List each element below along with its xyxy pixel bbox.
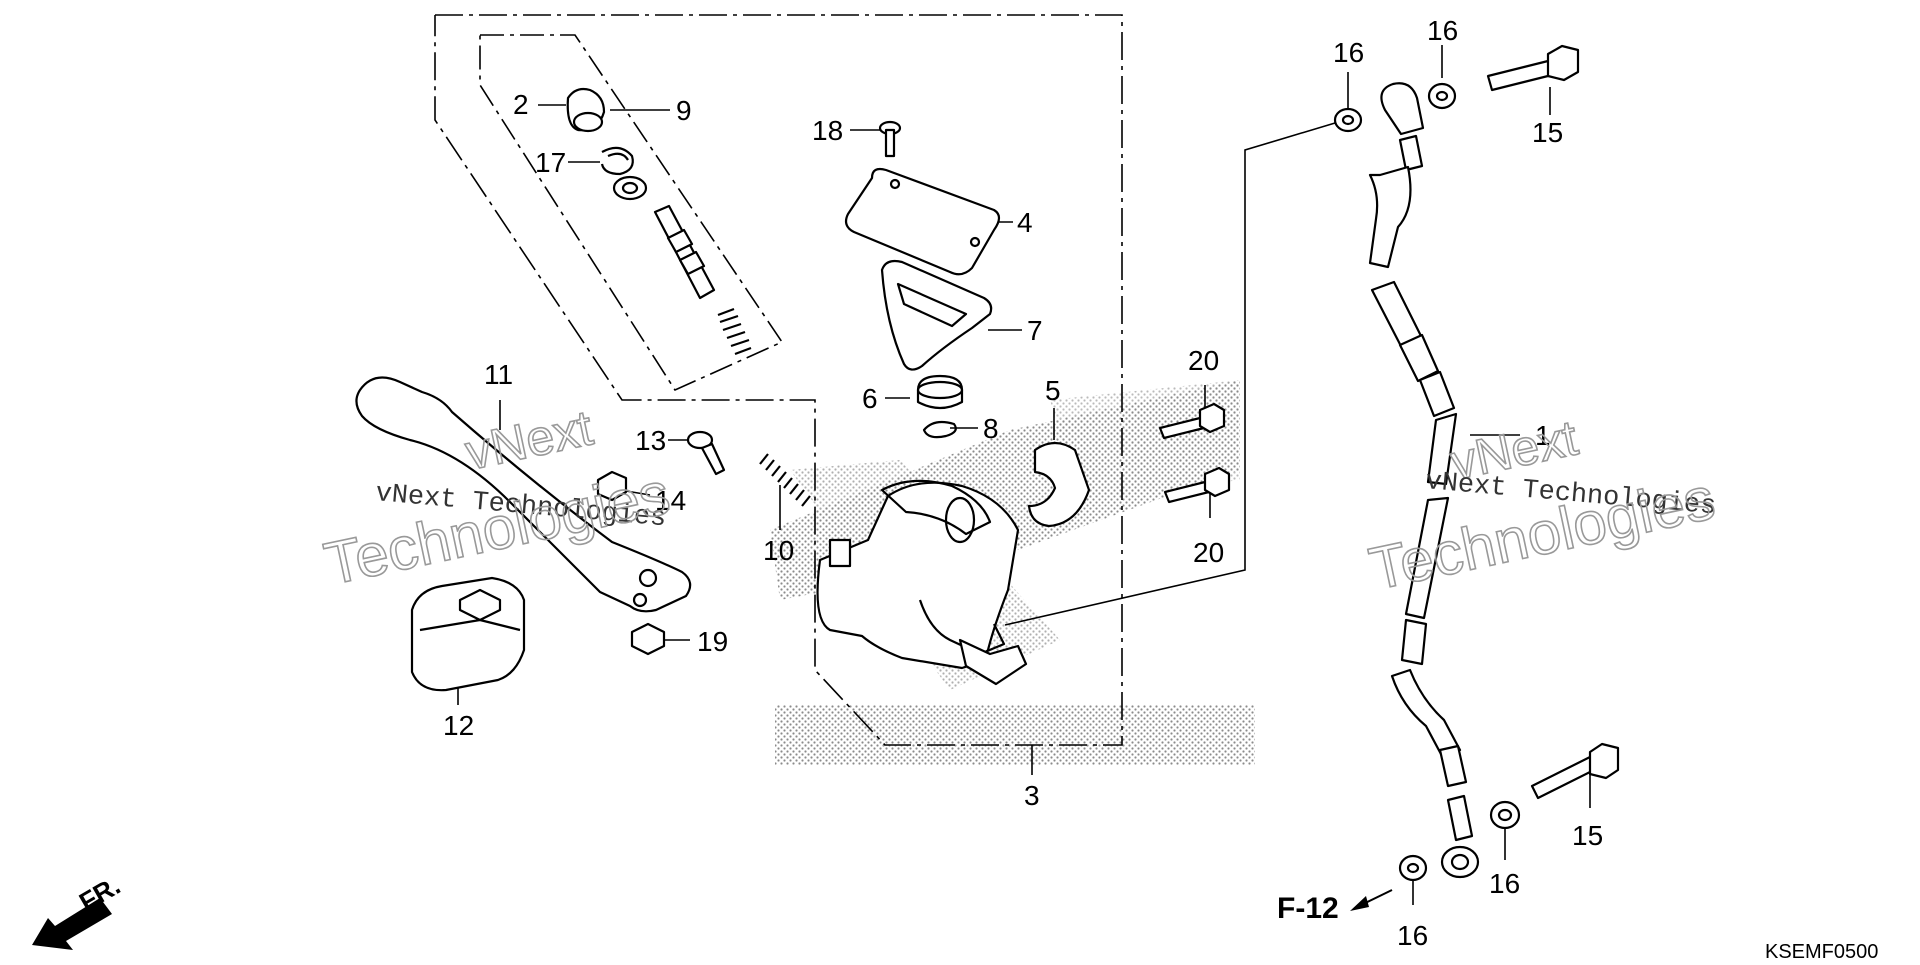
diagram-code: KSEMF0500 bbox=[1765, 941, 1878, 960]
leader-hose-to-cylinder bbox=[1004, 119, 1346, 626]
callout-13: 13 bbox=[635, 425, 666, 456]
part-16-washer-b bbox=[1427, 82, 1457, 110]
part-6-boot bbox=[916, 374, 964, 410]
callout-10: 10 bbox=[763, 535, 794, 566]
callout-5: 5 bbox=[1045, 375, 1061, 406]
callout-18: 18 bbox=[812, 115, 843, 146]
f12-arrow bbox=[1350, 889, 1393, 911]
callout-14: 14 bbox=[655, 485, 686, 516]
part-1-brake-hose bbox=[1368, 82, 1480, 879]
callout-17: 17 bbox=[535, 147, 566, 178]
callout-16-c: 16 bbox=[1489, 868, 1520, 899]
part-12-lever-cover bbox=[410, 576, 526, 692]
piston-kit-outline bbox=[479, 34, 784, 392]
part-19-nut bbox=[630, 622, 666, 656]
stipple-logo-text bbox=[775, 705, 1255, 765]
part-kit-spring bbox=[717, 307, 752, 356]
callout-7: 7 bbox=[1027, 315, 1043, 346]
part-8-circlip bbox=[922, 420, 957, 439]
part-13-pivot-bolt bbox=[686, 430, 726, 476]
part-5-holder bbox=[1027, 441, 1091, 528]
callout-15-lower: 15 bbox=[1572, 820, 1603, 851]
part-16-washer-a bbox=[1333, 107, 1363, 133]
callout-16-d: 16 bbox=[1397, 920, 1428, 951]
part-16-washer-c bbox=[1489, 800, 1521, 830]
callout-11: 11 bbox=[484, 359, 513, 390]
part-20-bolt-lower bbox=[1163, 466, 1231, 504]
callout-19: 19 bbox=[697, 626, 728, 657]
watermark-right: vNext vNext Technologies Technologies bbox=[1363, 409, 1721, 604]
part-15-banjo-bolt-lower bbox=[1530, 742, 1620, 800]
part-11-brake-lever bbox=[355, 376, 692, 613]
master-cylinder-assembly-outline bbox=[434, 14, 1123, 746]
fr-direction-arrow bbox=[32, 898, 112, 950]
assembly-outlines bbox=[434, 14, 1123, 746]
callout-12: 12 bbox=[443, 710, 474, 741]
part-16-washer-d bbox=[1398, 854, 1428, 882]
part-4-reservoir-cap bbox=[844, 167, 1001, 276]
callout-8: 8 bbox=[983, 413, 999, 444]
callout-6: 6 bbox=[862, 383, 878, 414]
callout-4: 4 bbox=[1017, 207, 1033, 238]
part-7-diaphragm bbox=[880, 259, 993, 371]
part-2-boot bbox=[566, 87, 606, 133]
part-17-circlip bbox=[600, 146, 634, 176]
part-20-bolt-upper bbox=[1158, 402, 1226, 440]
callout-1: 1 bbox=[1535, 420, 1551, 451]
part-14-nut bbox=[596, 470, 628, 502]
callout-16-a: 16 bbox=[1333, 37, 1364, 68]
callout-15-upper: 15 bbox=[1532, 117, 1563, 148]
part-kit-washer bbox=[612, 175, 648, 201]
callout-numbers: 1 2 3 4 5 6 7 8 9 10 11 12 13 14 15 15 1… bbox=[443, 15, 1603, 951]
callout-20-upper: 20 bbox=[1188, 345, 1219, 376]
part-15-banjo-bolt-upper bbox=[1486, 44, 1580, 92]
callout-16-b: 16 bbox=[1427, 15, 1458, 46]
part-3-master-cylinder bbox=[816, 479, 1028, 686]
parts bbox=[355, 44, 1620, 882]
callout-3: 3 bbox=[1024, 780, 1040, 811]
part-piston bbox=[653, 204, 716, 300]
part-18-screw bbox=[878, 120, 902, 158]
callout-20-lower: 20 bbox=[1193, 537, 1224, 568]
callout-9: 9 bbox=[676, 95, 692, 126]
watermark-outline-word-1: vNext bbox=[461, 399, 598, 480]
part-10-spring bbox=[759, 453, 811, 507]
reference-label: F-12 bbox=[1277, 892, 1339, 925]
callout-2: 2 bbox=[513, 89, 529, 120]
